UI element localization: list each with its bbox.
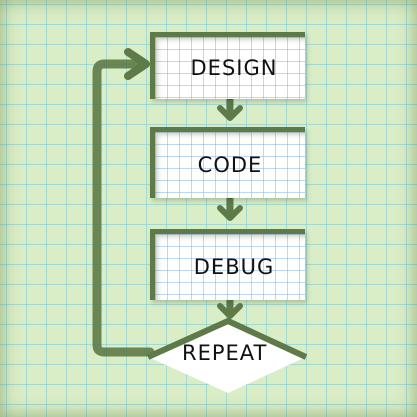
step-design-box: DESIGN — [150, 32, 305, 99]
loop-back-arrow-line — [92, 59, 155, 357]
step-code-box: CODE — [150, 127, 305, 198]
arrow-debug-to-repeat-head — [217, 303, 243, 319]
step-debug-label: DEBUG — [193, 255, 275, 279]
repeat-decision-outline — [146, 318, 308, 360]
step-design-label: DESIGN — [190, 56, 278, 80]
arrow-design-to-code-head — [217, 105, 243, 121]
step-code-label: CODE — [197, 153, 263, 177]
arrow-code-to-debug-head — [217, 205, 243, 221]
loop-back-arrow-head — [124, 48, 150, 80]
repeat-decision-label: REPEAT — [182, 341, 268, 365]
step-debug-box: DEBUG — [150, 229, 305, 300]
